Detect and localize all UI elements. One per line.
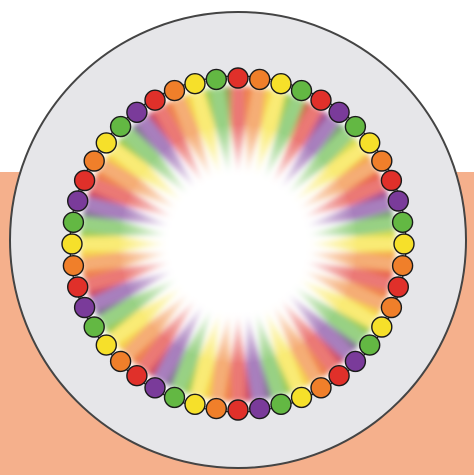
bead-yellow bbox=[292, 387, 312, 407]
bead-red bbox=[311, 90, 331, 110]
bead-green bbox=[345, 117, 365, 137]
bead-orange bbox=[111, 351, 131, 371]
bead-red bbox=[145, 90, 165, 110]
bead-green bbox=[84, 317, 104, 337]
bead-purple bbox=[345, 351, 365, 371]
bead-yellow bbox=[96, 133, 116, 153]
bead-green bbox=[393, 212, 413, 232]
bead-green bbox=[165, 387, 185, 407]
bead-yellow bbox=[62, 234, 82, 254]
bead-red bbox=[228, 400, 248, 420]
bead-green bbox=[292, 81, 312, 101]
bead-red bbox=[381, 171, 401, 191]
bead-purple bbox=[250, 399, 270, 419]
bead-purple bbox=[127, 102, 147, 122]
bead-red bbox=[68, 277, 88, 297]
bead-green bbox=[206, 69, 226, 89]
bead-orange bbox=[165, 81, 185, 101]
bead-yellow bbox=[185, 394, 205, 414]
bead-yellow bbox=[360, 133, 380, 153]
bead-green bbox=[63, 212, 83, 232]
bead-purple bbox=[68, 191, 88, 211]
center-glow bbox=[118, 124, 358, 364]
bead-orange bbox=[63, 256, 83, 276]
bead-purple bbox=[388, 191, 408, 211]
bead-red bbox=[388, 277, 408, 297]
bead-yellow bbox=[271, 74, 291, 94]
bead-red bbox=[228, 68, 248, 88]
bead-yellow bbox=[372, 317, 392, 337]
bead-purple bbox=[145, 378, 165, 398]
bead-yellow bbox=[394, 234, 414, 254]
bead-green bbox=[111, 117, 131, 137]
bead-orange bbox=[381, 298, 401, 318]
bead-yellow bbox=[185, 74, 205, 94]
bead-orange bbox=[250, 69, 270, 89]
bead-green bbox=[271, 394, 291, 414]
bead-red bbox=[127, 366, 147, 386]
bead-orange bbox=[84, 151, 104, 171]
bead-orange bbox=[372, 151, 392, 171]
bead-purple bbox=[329, 102, 349, 122]
bead-red bbox=[75, 171, 95, 191]
bead-yellow bbox=[96, 335, 116, 355]
bead-green bbox=[360, 335, 380, 355]
bead-orange bbox=[393, 256, 413, 276]
bead-purple bbox=[75, 298, 95, 318]
bead-orange bbox=[206, 399, 226, 419]
bead-red bbox=[329, 366, 349, 386]
bead-orange bbox=[311, 378, 331, 398]
